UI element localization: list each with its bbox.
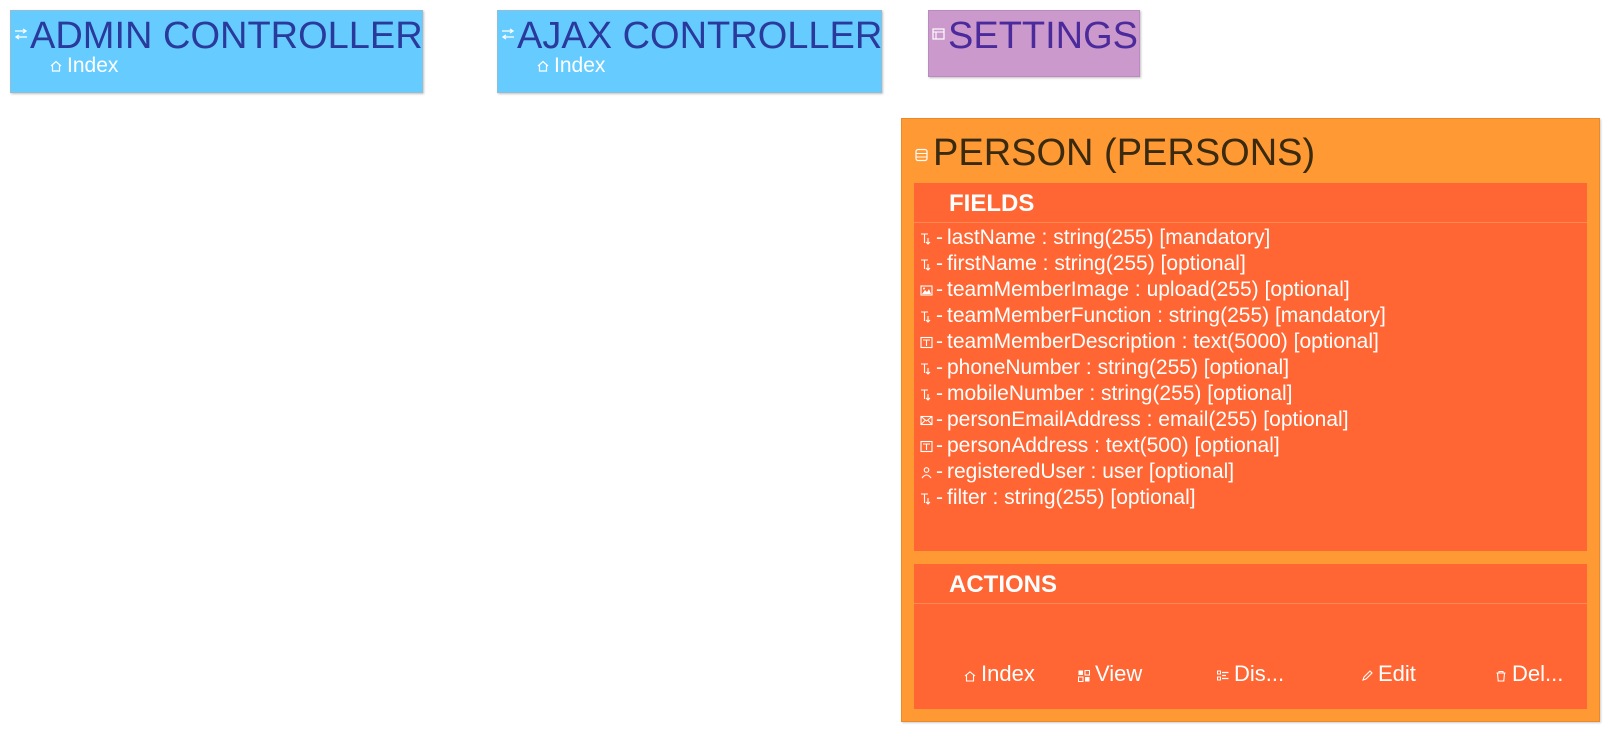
table-icon	[932, 28, 945, 40]
ajax-controller-title: AJAX CONTROLLER	[517, 15, 883, 57]
field-row[interactable]: -phoneNumber : string(255) [optional]	[920, 355, 1386, 381]
field-text: teamMemberDescription : text(5000) [opti…	[947, 330, 1379, 353]
field-row[interactable]: -registeredUser : user [optional]	[920, 459, 1386, 485]
admin-controller-action-index[interactable]: Index	[49, 53, 118, 79]
field-bullet: -	[936, 434, 943, 457]
field-bullet: -	[936, 304, 943, 327]
text-type-icon	[920, 232, 936, 245]
database-icon	[915, 148, 928, 162]
settings-box[interactable]: SETTINGS	[928, 10, 1140, 77]
action-display-label: Dis...	[1234, 661, 1285, 686]
field-row[interactable]: -personEmailAddress : email(255) [option…	[920, 407, 1386, 433]
home-icon	[50, 60, 62, 72]
field-row[interactable]: -teamMemberImage : upload(255) [optional…	[920, 277, 1386, 303]
field-text: phoneNumber : string(255) [optional]	[947, 356, 1290, 379]
image-icon	[920, 284, 936, 297]
action-edit[interactable]: Edit	[1361, 659, 1416, 689]
action-view-label: View	[1095, 661, 1143, 686]
field-text: personEmailAddress : email(255) [optiona…	[947, 408, 1349, 431]
swap-arrows-icon	[14, 28, 28, 40]
fields-header: FIELDS	[914, 183, 1587, 223]
field-bullet: -	[936, 460, 943, 483]
fields-header-label: FIELDS	[949, 190, 1035, 217]
action-view[interactable]: View	[1078, 659, 1142, 689]
field-bullet: -	[936, 252, 943, 275]
textarea-icon	[920, 440, 936, 453]
field-bullet: -	[936, 278, 943, 301]
field-text: filter : string(255) [optional]	[947, 486, 1196, 509]
field-text: teamMemberFunction : string(255) [mandat…	[947, 304, 1386, 327]
field-row[interactable]: -personAddress : text(500) [optional]	[920, 433, 1386, 459]
field-text: lastName : string(255) [mandatory]	[947, 226, 1271, 249]
text-type-icon	[920, 388, 936, 401]
field-bullet: -	[936, 486, 943, 509]
field-text: teamMemberImage : upload(255) [optional]	[947, 278, 1350, 301]
field-row[interactable]: -filter : string(255) [optional]	[920, 485, 1386, 511]
action-index-label: Index	[981, 661, 1035, 686]
action-delete-label: Del...	[1512, 661, 1564, 686]
field-row[interactable]: -firstName : string(255) [optional]	[920, 251, 1386, 277]
swap-arrows-icon	[501, 28, 515, 40]
actions-section: ACTIONS Index View	[914, 564, 1587, 709]
field-text: firstName : string(255) [optional]	[947, 252, 1246, 275]
field-row[interactable]: -teamMemberDescription : text(5000) [opt…	[920, 329, 1386, 355]
action-display[interactable]: Dis...	[1217, 659, 1284, 689]
ajax-controller-box[interactable]: AJAX CONTROLLER Index	[497, 10, 882, 93]
list-icon	[1217, 670, 1229, 681]
text-type-icon	[920, 310, 936, 323]
field-list: -lastName : string(255) [mandatory]-firs…	[920, 225, 1386, 511]
ajax-controller-action-label: Index	[554, 54, 606, 77]
admin-controller-box[interactable]: ADMIN CONTROLLER Index	[10, 10, 423, 93]
field-bullet: -	[936, 408, 943, 431]
field-bullet: -	[936, 226, 943, 249]
text-type-icon	[920, 362, 936, 375]
field-bullet: -	[936, 356, 943, 379]
field-text: personAddress : text(500) [optional]	[947, 434, 1280, 457]
admin-controller-title: ADMIN CONTROLLER	[30, 15, 423, 57]
trash-icon	[1496, 670, 1506, 682]
action-row: Index View Dis...	[914, 659, 1587, 689]
field-bullet: -	[936, 330, 943, 353]
entity-title: PERSON (PERSONS)	[933, 132, 1316, 174]
pencil-icon	[1362, 670, 1373, 681]
field-row[interactable]: -lastName : string(255) [mandatory]	[920, 225, 1386, 251]
actions-header: ACTIONS	[914, 564, 1587, 604]
textarea-icon	[920, 336, 936, 349]
field-row[interactable]: -mobileNumber : string(255) [optional]	[920, 381, 1386, 407]
text-type-icon	[920, 492, 936, 505]
grid-icon	[1078, 670, 1090, 682]
action-index[interactable]: Index	[964, 659, 1035, 689]
action-delete[interactable]: Del...	[1495, 659, 1563, 689]
field-bullet: -	[936, 382, 943, 405]
home-icon	[964, 671, 976, 682]
action-edit-label: Edit	[1378, 661, 1416, 686]
field-row[interactable]: -teamMemberFunction : string(255) [manda…	[920, 303, 1386, 329]
home-icon	[537, 60, 549, 72]
email-icon	[920, 414, 936, 427]
fields-section: FIELDS -lastName : string(255) [mandator…	[914, 183, 1587, 551]
field-text: mobileNumber : string(255) [optional]	[947, 382, 1293, 405]
text-type-icon	[920, 258, 936, 271]
person-entity-box[interactable]: PERSON (PERSONS) FIELDS -lastName : stri…	[901, 118, 1600, 722]
admin-controller-action-label: Index	[67, 54, 119, 77]
ajax-controller-action-index[interactable]: Index	[536, 53, 605, 79]
field-text: registeredUser : user [optional]	[947, 460, 1235, 483]
actions-header-label: ACTIONS	[949, 571, 1057, 598]
settings-title: SETTINGS	[948, 15, 1139, 57]
user-icon	[920, 466, 936, 479]
